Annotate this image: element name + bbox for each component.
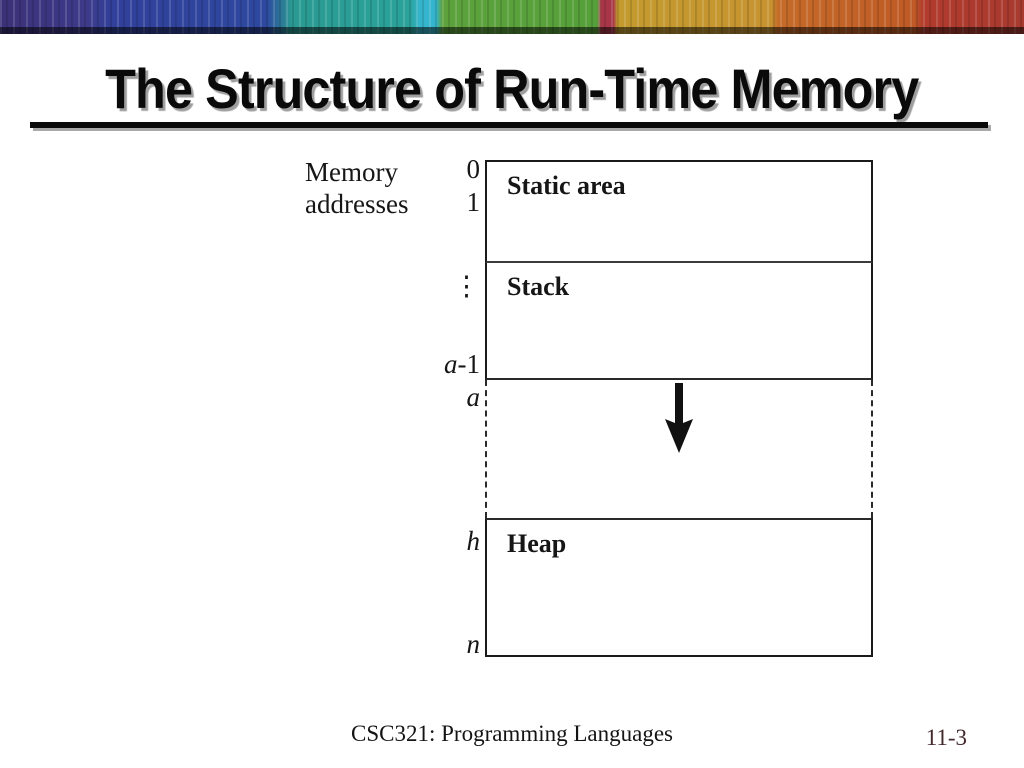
down-arrow-icon [665,383,693,453]
section-label-heap: Heap [507,529,567,558]
title-underline [30,122,988,128]
address-label-h: h [466,526,481,556]
memory-addresses-label-line1: Memory [305,157,398,187]
memory-addresses-label: Memory addresses [305,156,408,221]
title-block: The Structure of Run-Time Memory [0,57,1024,120]
slide-page-number: 11-3 [925,725,967,750]
address-label-0: 0 [466,154,481,184]
memory-diagram: Static area Stack Heap [485,160,873,657]
address-label-a: a [466,382,481,412]
memory-section-heap: Heap [485,518,873,657]
address-label-n: n [466,629,481,659]
section-label-stack: Stack [507,272,570,301]
address-label-1: 1 [466,187,481,217]
memory-section-stack: Stack [485,263,873,380]
memory-section-static: Static area [485,160,873,263]
memory-section-free [485,380,873,518]
address-label-a-minus-1: a-1 [444,349,480,379]
footer-course-title: CSC321: Programming Languages [351,721,673,746]
rainbow-bar [0,0,1024,27]
page-title: The Structure of Run-Time Memory [105,57,919,120]
section-label-static: Static area [507,171,626,200]
rainbow-bar-shadow [0,27,1024,34]
memory-addresses-label-line2: addresses [305,189,409,220]
address-label-ellipsis: ⋮ [453,271,480,301]
